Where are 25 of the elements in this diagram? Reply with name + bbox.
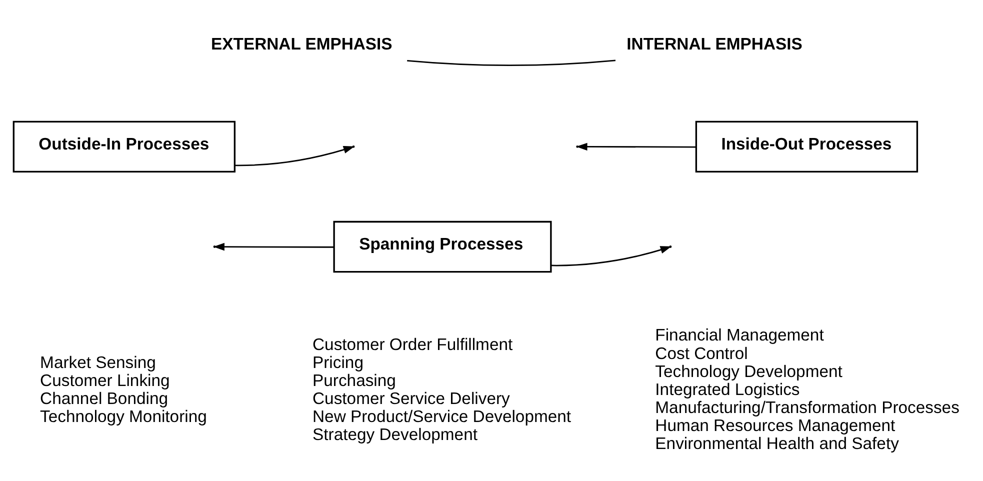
node-label: Cost Control bbox=[655, 344, 748, 363]
node-label: Human Resources Management bbox=[655, 416, 896, 436]
node-label: Technology Development bbox=[655, 362, 842, 381]
node-label: Manufacturing/Transformation Processes bbox=[655, 398, 960, 418]
node-label: New Product/Service Development bbox=[312, 407, 572, 426]
node-text: INTERNAL EMPHASIS bbox=[626, 34, 802, 54]
node-box: Inside-Out Processes bbox=[695, 120, 918, 173]
node-label: Financial Management bbox=[655, 326, 824, 345]
node-label: Strategy Development bbox=[312, 425, 478, 444]
node-label: Pricing bbox=[312, 352, 364, 372]
node-label: Environmental Health and Safety bbox=[655, 434, 899, 454]
arrow bbox=[551, 246, 672, 266]
node-label: Technology Monitoring bbox=[40, 407, 207, 426]
node-box: Spanning Processes bbox=[333, 220, 552, 273]
node-label: Channel Bonding bbox=[40, 388, 168, 408]
node-label: Customer Linking bbox=[40, 370, 170, 390]
node-label: Customer Order Fulfillment bbox=[312, 334, 513, 354]
node-label: Purchasing bbox=[312, 370, 396, 390]
node-text: EXTERNAL EMPHASIS bbox=[211, 34, 392, 54]
arrow bbox=[234, 146, 355, 166]
node-label: Customer Service Delivery bbox=[312, 388, 510, 408]
node-label: Integrated Logistics bbox=[655, 380, 800, 399]
node-box: Outside-In Processes bbox=[12, 120, 236, 173]
connector bbox=[407, 60, 616, 66]
node-label: Market Sensing bbox=[40, 352, 156, 372]
